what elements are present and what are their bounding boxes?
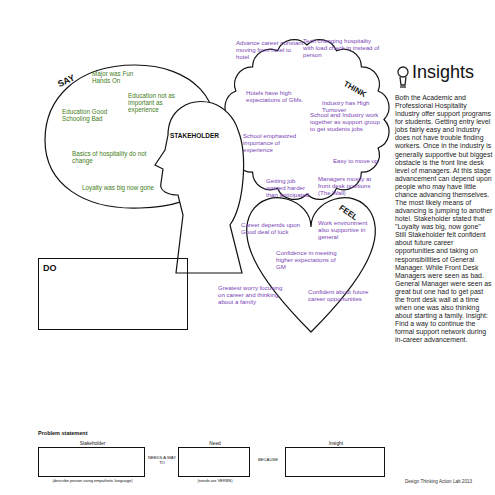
shape-outline [225,40,389,200]
shape-outline [155,102,244,273]
problem-box: Insight [285,447,385,477]
sticky-note: Tech changing hospitality with load chec… [303,38,383,58]
insight-text: Both the Academic and Professional Hospi… [395,94,493,344]
shape-outline [247,198,376,332]
panel-title: Insights [412,62,495,83]
lightbulb-icon [398,67,408,87]
stakeholder-head: STAKEHOLDER [150,95,245,275]
sticky-note: Managers mostly at front desk positions … [318,176,382,196]
stakeholder-label: STAKEHOLDER [170,132,230,139]
connector-phrase: NEEDS A WAY TO [147,456,177,466]
problem-box: Need(needs are VERBS) [178,447,250,477]
connector-phrase: BECAUSE [252,458,284,463]
problem-box: Stakeholder(describe person using empath… [38,447,145,477]
sticky-note: Advance career constant moving from hote… [236,40,304,60]
box-hint: (needs are VERBS) [179,479,251,483]
feel-heart: FEELCareer depends upon Good deal of luc… [240,185,382,335]
box-heading: Insight [286,441,386,446]
sticky-note: Education Good Schooling Bad [62,108,117,122]
sticky-note: Easy to move up [333,158,385,165]
sticky-note: Basics of hospitality do not change [72,150,157,164]
sticky-note: Hotels have high expectations of GMs. [246,90,308,104]
sticky-note: Career depends upon Good deal of luck [241,222,301,236]
section-heading: Problem statement [38,430,118,436]
sticky-note: Education not as important as experience [128,92,183,113]
box-heading: Need [179,441,251,446]
stakeholder-head-outline [150,95,245,275]
sticky-note: School emphasized importance of experien… [243,133,305,153]
sticky-note: Getting job wanted harder than anticipat… [266,178,314,198]
sticky-note: Confidence in meeting higher expectation… [276,250,340,270]
sticky-note: Greatest worry focusing on career and th… [218,285,290,305]
sticky-note: Confident about future career opportunit… [308,289,374,303]
quadrant-heading: DO [43,263,73,273]
sticky-note: Loyalty was big now gone [82,184,167,191]
think-cloud: THINKAdvance career constant moving from… [222,35,392,200]
credit-note: Design Thinking Action Lab 2013 [405,479,495,484]
sticky-note: Major was Fun Hands On [92,70,147,84]
box-hint: (describe person using empathetic langua… [39,479,146,483]
sticky-note: Work environment also supportive in gene… [318,220,380,240]
box-heading: Stakeholder [39,441,146,446]
do-box: DO [38,258,188,330]
sticky-note: School and Industry work together as sup… [310,112,382,132]
